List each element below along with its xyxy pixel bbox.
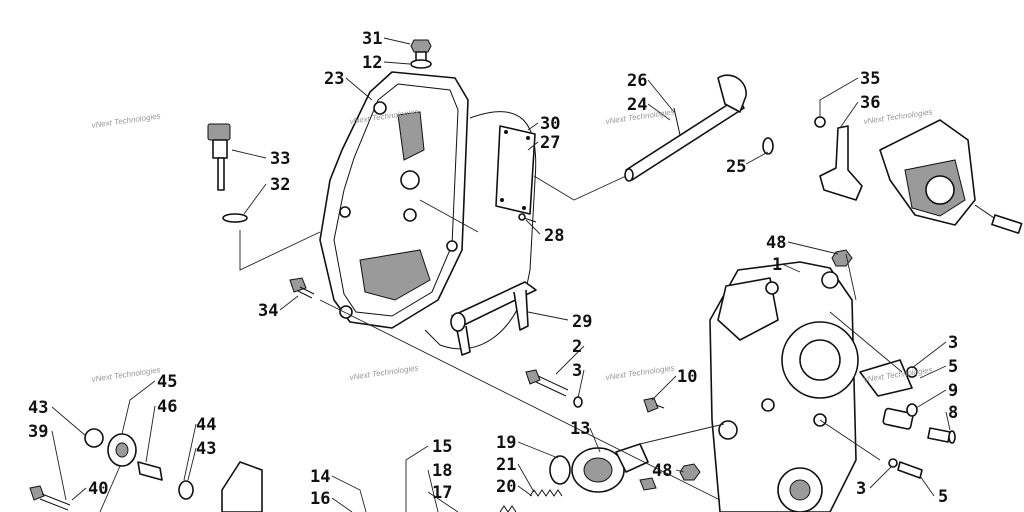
part-washer-9 <box>906 403 918 417</box>
callout-label: 9 <box>948 381 958 401</box>
callout-label: 12 <box>362 53 382 73</box>
callout-label: 43 <box>28 398 48 418</box>
callout-label: 2 <box>572 337 582 357</box>
callout-label: 33 <box>270 149 290 169</box>
part-cover-plate-30 <box>495 125 536 215</box>
callout-label: 13 <box>570 419 590 439</box>
part-washer-3c <box>573 396 583 408</box>
callout-label: 46 <box>157 397 177 417</box>
watermark: vNext Technologies <box>349 363 419 382</box>
watermark: vNext Technologies <box>91 111 161 130</box>
callout-label: 1 <box>772 255 782 275</box>
callout-label: 5 <box>948 357 958 377</box>
callout-label: 15 <box>432 437 452 457</box>
callout-label: 30 <box>540 114 560 134</box>
part-shaft-26 <box>624 74 747 182</box>
callout-label: 19 <box>496 433 516 453</box>
part-washer-43b <box>178 480 194 500</box>
part-case-cover-23 <box>319 71 469 329</box>
part-bolt-39 <box>29 485 71 511</box>
callout-label: 3 <box>572 361 582 381</box>
part-gear-case-1 <box>709 261 859 512</box>
callout-label: 5 <box>938 487 948 507</box>
part-yoke-29 <box>450 281 537 356</box>
part-bolt-34 <box>289 277 315 299</box>
callout-label: 39 <box>28 422 48 442</box>
part-washer-3b <box>888 458 898 468</box>
callout-labels: 31 12 23 30 27 33 32 28 34 29 26 24 25 3… <box>28 29 958 509</box>
part-nut-48a <box>831 249 853 267</box>
part-spring-21 <box>529 489 563 497</box>
callout-label: 10 <box>677 367 697 387</box>
callout-label: 43 <box>196 439 216 459</box>
callout-label: 3 <box>856 479 866 499</box>
callout-label: 44 <box>196 415 216 435</box>
callout-label: 36 <box>860 93 880 113</box>
part-pin-5 <box>897 461 923 479</box>
part-ring-25 <box>762 137 774 155</box>
callout-label: 18 <box>432 461 452 481</box>
callout-label: 3 <box>948 333 958 353</box>
part-bolt-2 <box>525 369 569 397</box>
part-screw-28 <box>518 213 537 223</box>
callout-label: 26 <box>627 71 647 91</box>
callout-label: 27 <box>540 133 560 153</box>
part-ring-19 <box>549 455 571 485</box>
part-roller-45 <box>107 433 137 467</box>
callout-label: 28 <box>544 226 564 246</box>
part-washer-3a <box>906 366 918 378</box>
callout-label: 24 <box>627 95 647 115</box>
callout-label: 31 <box>362 29 382 49</box>
callout-label: 20 <box>496 477 516 497</box>
part-screw-10 <box>643 397 665 413</box>
part-nut-48b <box>679 463 701 481</box>
callout-label: 8 <box>948 403 958 423</box>
callout-label: 48 <box>652 461 672 481</box>
part-washer-12 <box>410 59 432 69</box>
callout-label: 23 <box>324 69 344 89</box>
callout-label: 21 <box>496 455 516 475</box>
callout-label: 40 <box>88 479 108 499</box>
part-bolt-31 <box>410 39 432 62</box>
callout-label: 34 <box>258 301 278 321</box>
part-oring-32 <box>222 213 248 223</box>
part-bolt-20 <box>499 505 517 512</box>
callout-label: 16 <box>310 489 330 509</box>
watermark: vNext Technologies <box>605 363 675 382</box>
part-washer-43a <box>84 428 104 448</box>
part-dipstick-33 <box>207 123 231 191</box>
part-bracket-36 <box>814 116 863 201</box>
callout-label: 48 <box>766 233 786 253</box>
leader-lines <box>51 37 951 512</box>
part-bracket-left <box>221 461 263 512</box>
watermark: vNext Technologies <box>91 365 161 384</box>
part-housing-13 <box>571 443 657 493</box>
callout-label: 14 <box>310 467 330 487</box>
callout-label: 35 <box>860 69 880 89</box>
callout-label: 17 <box>432 483 452 503</box>
callout-label: 45 <box>157 372 177 392</box>
callout-label: 29 <box>572 312 592 332</box>
callout-label: 25 <box>726 157 746 177</box>
part-hub-35 <box>879 119 1023 234</box>
callout-label: 32 <box>270 175 290 195</box>
part-bushing-46 <box>137 461 163 481</box>
